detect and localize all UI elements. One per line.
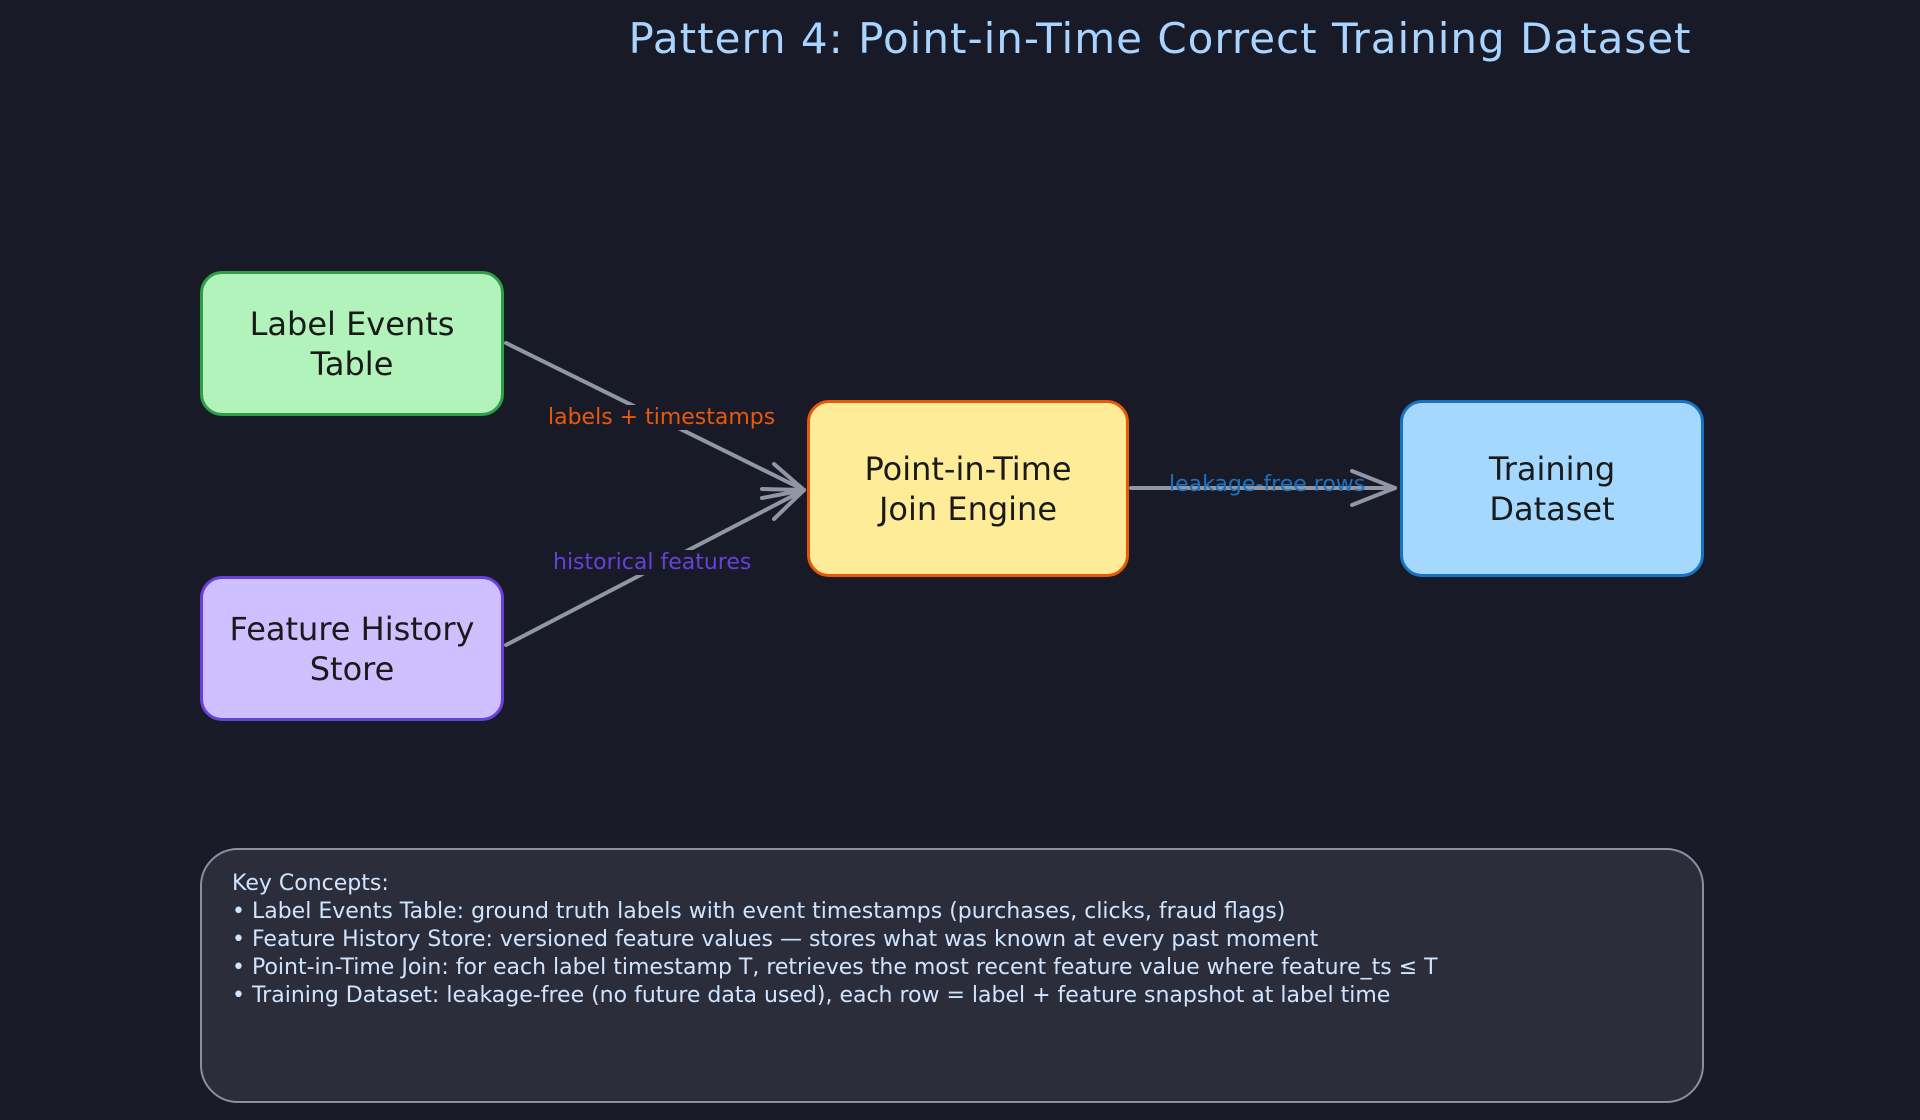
feature-history-store-node[interactable]: Feature History Store bbox=[200, 576, 504, 721]
arrowhead-labels bbox=[760, 462, 806, 492]
edge-label-leakage-free-rows: leakage-free rows bbox=[1169, 472, 1366, 497]
pit-join-line2: Join Engine bbox=[878, 489, 1058, 528]
edge-label-historical-features: historical features bbox=[551, 550, 754, 575]
key-concept-item: • Feature History Store: versioned featu… bbox=[232, 927, 1319, 952]
point-in-time-join-engine-node[interactable]: Point-in-Time Join Engine bbox=[807, 400, 1129, 577]
key-concept-item: • Point-in-Time Join: for each label tim… bbox=[232, 955, 1438, 980]
pit-join-line1: Point-in-Time bbox=[864, 449, 1072, 488]
edge-label-labels-timestamps: labels + timestamps bbox=[546, 405, 778, 430]
key-concept-item: • Training Dataset: leakage-free (no fut… bbox=[232, 983, 1391, 1008]
arrowhead-historical bbox=[760, 488, 806, 521]
training-dataset-node[interactable]: Training Dataset bbox=[1400, 400, 1704, 577]
label-events-line2: Table bbox=[310, 344, 394, 383]
label-events-table-node[interactable]: Label Events Table bbox=[200, 271, 504, 416]
training-dataset-line2: Dataset bbox=[1489, 489, 1615, 528]
diagram-title: Pattern 4: Point-in-Time Correct Trainin… bbox=[628, 14, 1692, 63]
key-concept-item: • Label Events Table: ground truth label… bbox=[232, 899, 1286, 924]
label-events-line1: Label Events bbox=[249, 304, 455, 343]
arrowhead-leakage bbox=[1350, 469, 1397, 507]
training-dataset-line1: Training bbox=[1488, 449, 1616, 488]
feature-history-line1: Feature History bbox=[229, 609, 475, 648]
key-concepts-panel: Key Concepts: • Label Events Table: grou… bbox=[200, 848, 1704, 1103]
key-concepts-heading: Key Concepts: bbox=[232, 871, 389, 896]
feature-history-line2: Store bbox=[309, 649, 395, 688]
